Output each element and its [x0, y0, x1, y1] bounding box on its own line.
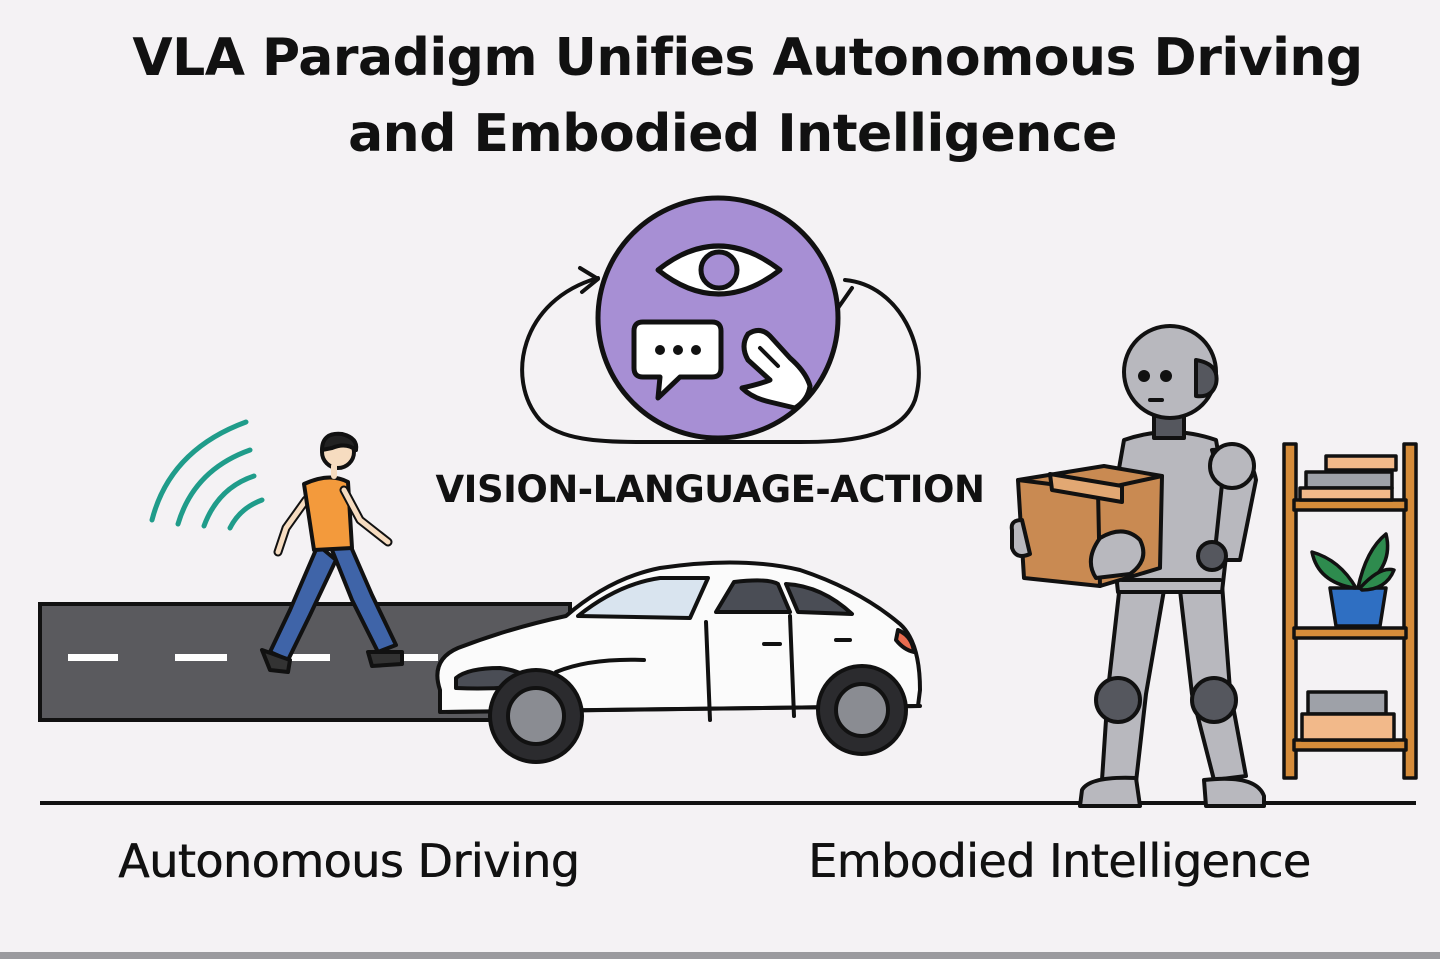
- vla-label: VISION-LANGUAGE-ACTION: [435, 468, 985, 511]
- cycle-arrow-left: [578, 266, 600, 294]
- hand-icon: [739, 328, 813, 411]
- bottom-strip: [0, 952, 1440, 959]
- car: [435, 560, 922, 764]
- eye-icon: [655, 243, 783, 297]
- title-line-2: and Embodied Intelligence: [348, 104, 1117, 164]
- vla-cycle: [520, 195, 921, 444]
- signal-waves: [149, 419, 265, 531]
- cycle-loop: [520, 276, 921, 444]
- plant-pot: [1328, 586, 1388, 628]
- title-line-1: VLA Paradigm Unifies Autonomous Driving: [132, 28, 1363, 88]
- pedestrian: [260, 431, 404, 674]
- robot: [1009, 324, 1266, 808]
- shelf: [1282, 442, 1418, 780]
- speech-bubble-icon: [631, 319, 724, 401]
- section-label-embodied-intelligence: Embodied Intelligence: [808, 834, 1311, 888]
- section-label-autonomous-driving: Autonomous Driving: [118, 834, 580, 888]
